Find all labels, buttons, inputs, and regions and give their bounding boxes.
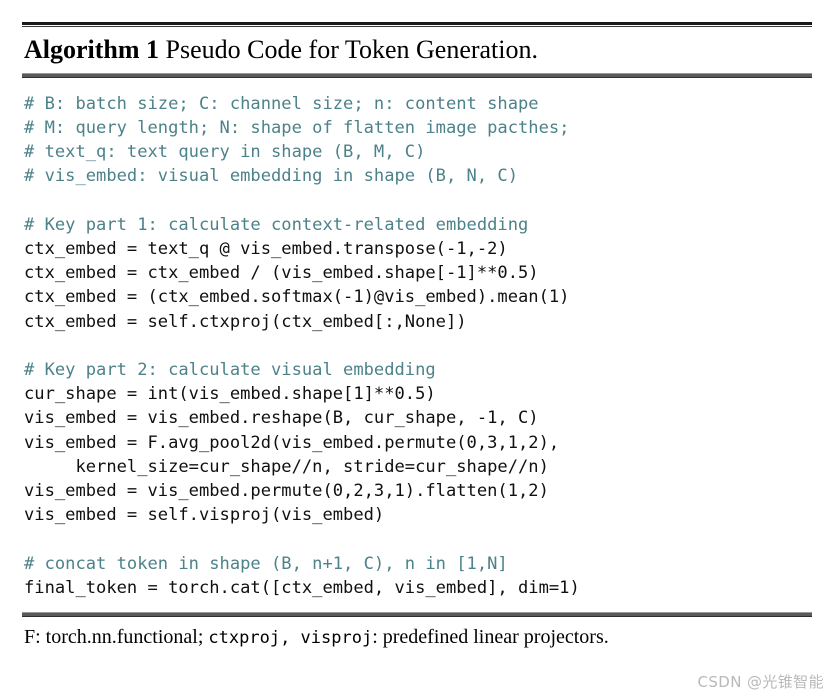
code-line: vis_embed = F.avg_pool2d(vis_embed.permu… — [24, 432, 560, 453]
code-line: ctx_embed = (ctx_embed.softmax(-1)@vis_e… — [24, 287, 570, 308]
code-line-blank — [24, 334, 812, 358]
code-line-blank — [24, 527, 812, 551]
code-line: final_token = torch.cat([ctx_embed, vis_… — [24, 577, 580, 598]
footnote-part-one: F: torch.nn.functional; — [24, 625, 209, 648]
algorithm-footnote: F: torch.nn.functional; ctxproj, visproj… — [22, 617, 812, 655]
code-comment-line: # Key part 1: calculate context-related … — [24, 214, 529, 235]
code-line: ctx_embed = ctx_embed / (vis_embed.shape… — [24, 263, 539, 284]
footnote-part-two: : predefined linear projectors. — [372, 625, 609, 648]
code-line: ctx_embed = self.ctxproj(ctx_embed[:,Non… — [24, 311, 467, 332]
code-comment-line: # concat token in shape (B, n+1, C), n i… — [24, 553, 508, 574]
code-comment-line: # M: query length; N: shape of flatten i… — [24, 117, 570, 138]
footnote-mono-identifiers: ctxproj, visproj — [208, 627, 373, 648]
code-line-blank — [24, 189, 812, 213]
code-line: kernel_size=cur_shape//n, stride=cur_sha… — [24, 456, 549, 477]
code-comment-line: # Key part 2: calculate visual embedding — [24, 359, 436, 380]
code-comment-line: # B: batch size; C: channel size; n: con… — [24, 93, 539, 114]
csdn-watermark: CSDN @光锥智能 — [697, 673, 824, 691]
algorithm-title-text: Pseudo Code for Token Generation. — [165, 35, 539, 64]
algorithm-box: Algorithm 1 Pseudo Code for Token Genera… — [22, 22, 812, 655]
pseudocode-block: # B: batch size; C: channel size; n: con… — [22, 78, 812, 612]
code-line: cur_shape = int(vis_embed.shape[1]**0.5) — [24, 384, 436, 405]
code-line: vis_embed = vis_embed.reshape(B, cur_sha… — [24, 408, 539, 429]
caption-separator-rule — [22, 72, 812, 78]
algorithm-number-label: Algorithm 1 — [24, 35, 160, 64]
code-line: vis_embed = vis_embed.permute(0,2,3,1).f… — [24, 480, 549, 501]
code-comment-line: # text_q: text query in shape (B, M, C) — [24, 142, 426, 163]
code-comment-line: # vis_embed: visual embedding in shape (… — [24, 166, 518, 187]
top-rule — [22, 22, 812, 27]
code-line: vis_embed = self.visproj(vis_embed) — [24, 505, 385, 526]
code-line: ctx_embed = text_q @ vis_embed.transpose… — [24, 238, 508, 259]
algorithm-caption: Algorithm 1 Pseudo Code for Token Genera… — [22, 27, 812, 73]
bottom-rule — [22, 611, 812, 617]
